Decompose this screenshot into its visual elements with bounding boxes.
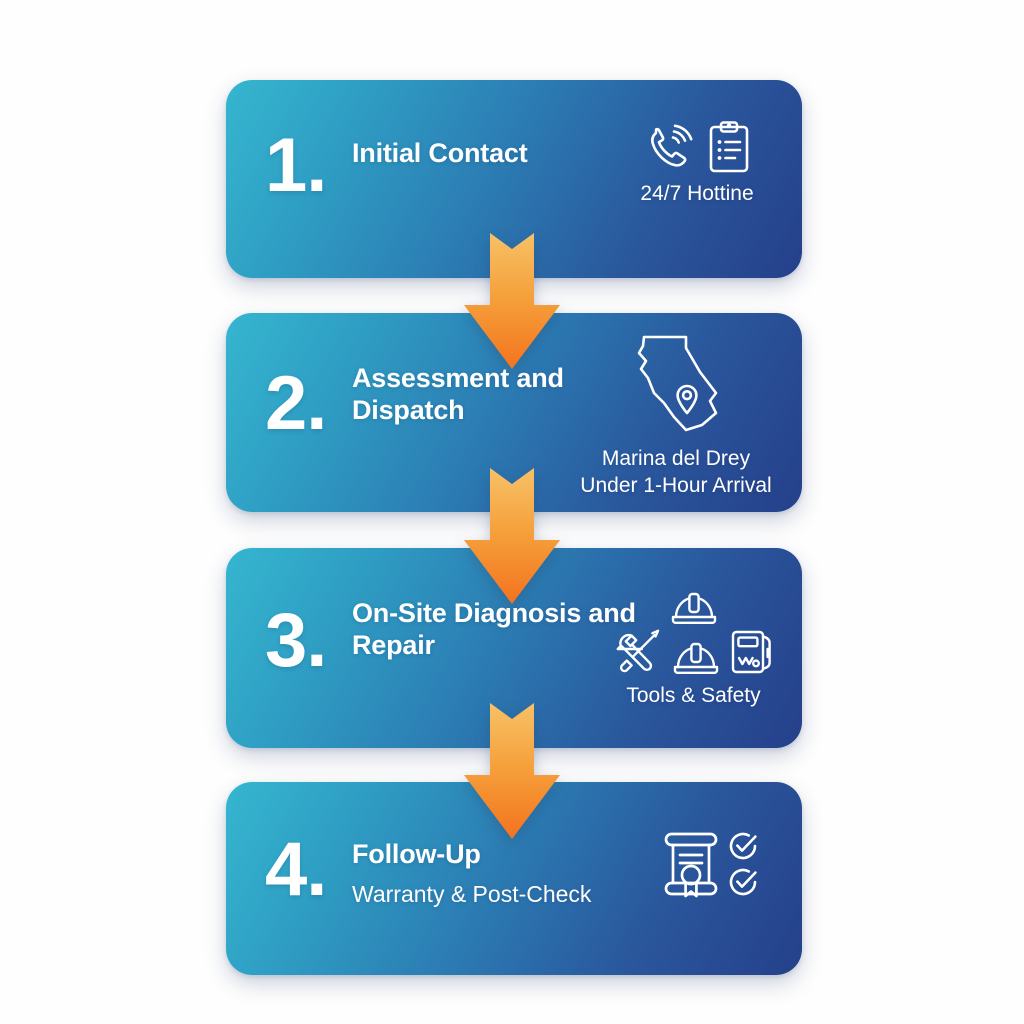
step-text-block-4: Follow-Up Warranty & Post-Check — [352, 839, 642, 908]
step-title-2: Assessment and Dispatch — [352, 363, 564, 425]
step-icon-cluster-2: Marina del Drey Under 1-Hour Arrival — [556, 331, 796, 500]
step-icon-cluster-4 — [634, 830, 784, 898]
arrow-step-2-to-3 — [464, 468, 560, 604]
icon-row — [634, 830, 784, 898]
step-title-3: On-Site Diagnosis and Repair — [352, 598, 636, 660]
arrow-step-1-to-2 — [464, 233, 560, 369]
step-number-2: 2. — [265, 361, 327, 446]
step-icon-cluster-3: Tools & Safety — [596, 590, 791, 710]
hard-hat-icon — [671, 592, 716, 624]
wrench-screwdriver-icon — [616, 629, 659, 673]
certificate-icon — [664, 832, 718, 898]
step-icon-cluster-1: 24/7 Hottine — [612, 120, 782, 208]
hard-hat-icon — [673, 642, 718, 674]
step-text-block-1: Initial Contact — [352, 138, 642, 170]
step-title-4: Follow-Up — [352, 839, 481, 869]
phone-ringing-icon — [651, 124, 693, 167]
california-map-pin-icon — [637, 335, 718, 432]
step-icon-caption-2-line1: Marina del Drey — [601, 447, 751, 470]
step-icon-caption-3: Tools & Safety — [626, 684, 761, 707]
step-icon-caption-2-line2: Under 1-Hour Arrival — [580, 473, 772, 497]
clipboard-checklist-icon — [709, 121, 749, 173]
step-text-block-3: On-Site Diagnosis and Repair — [352, 598, 642, 661]
step-text-block-2: Assessment and Dispatch — [352, 363, 642, 426]
icon-row — [556, 331, 796, 439]
arrow-step-3-to-4 — [464, 703, 560, 839]
check-circle-icon — [729, 832, 757, 860]
step-number-3: 3. — [265, 598, 327, 683]
check-circle-icon — [729, 868, 757, 896]
multimeter-icon — [731, 630, 771, 674]
step-subtitle-4: Warranty & Post-Check — [352, 880, 592, 907]
step-number-1: 1. — [265, 123, 327, 208]
icon-row — [612, 120, 782, 174]
step-title-1: Initial Contact — [352, 138, 528, 168]
step-number-4: 4. — [265, 827, 327, 912]
step-card-1[interactable]: 1. Initial Contact — [226, 80, 802, 278]
icon-row — [596, 628, 791, 676]
step-icon-caption-1: 24/7 Hottine — [640, 182, 754, 205]
